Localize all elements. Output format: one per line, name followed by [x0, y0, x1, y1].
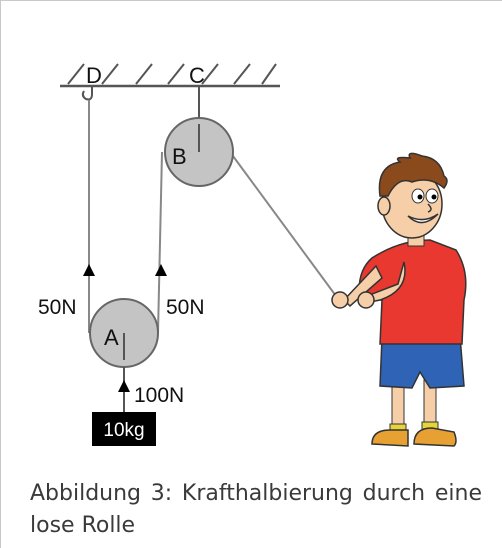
- ceiling: [60, 63, 280, 88]
- weight-box: [92, 412, 156, 446]
- force-label-left: 50N: [38, 296, 77, 319]
- force-arrow-right: [155, 264, 167, 276]
- pulley-diagram: D C B A 50N 50N 100N 10kg: [38, 63, 467, 447]
- pulley-a-label: A: [104, 325, 119, 350]
- force-label-right: 50N: [166, 296, 205, 319]
- rope: [88, 100, 337, 334]
- force-label-load: 100N: [134, 384, 184, 407]
- point-d-label: D: [86, 63, 102, 88]
- boy-figure: [331, 152, 467, 447]
- pulley-b-label: B: [172, 144, 187, 169]
- force-arrow-left: [83, 264, 95, 276]
- force-arrow-load: [118, 380, 130, 392]
- hook-icon: [81, 86, 93, 101]
- weight-label: 10kg: [103, 420, 144, 441]
- point-c-label: C: [189, 63, 205, 88]
- figure-caption: Abbildung 3: Krafthalbierung durch eine …: [30, 481, 482, 538]
